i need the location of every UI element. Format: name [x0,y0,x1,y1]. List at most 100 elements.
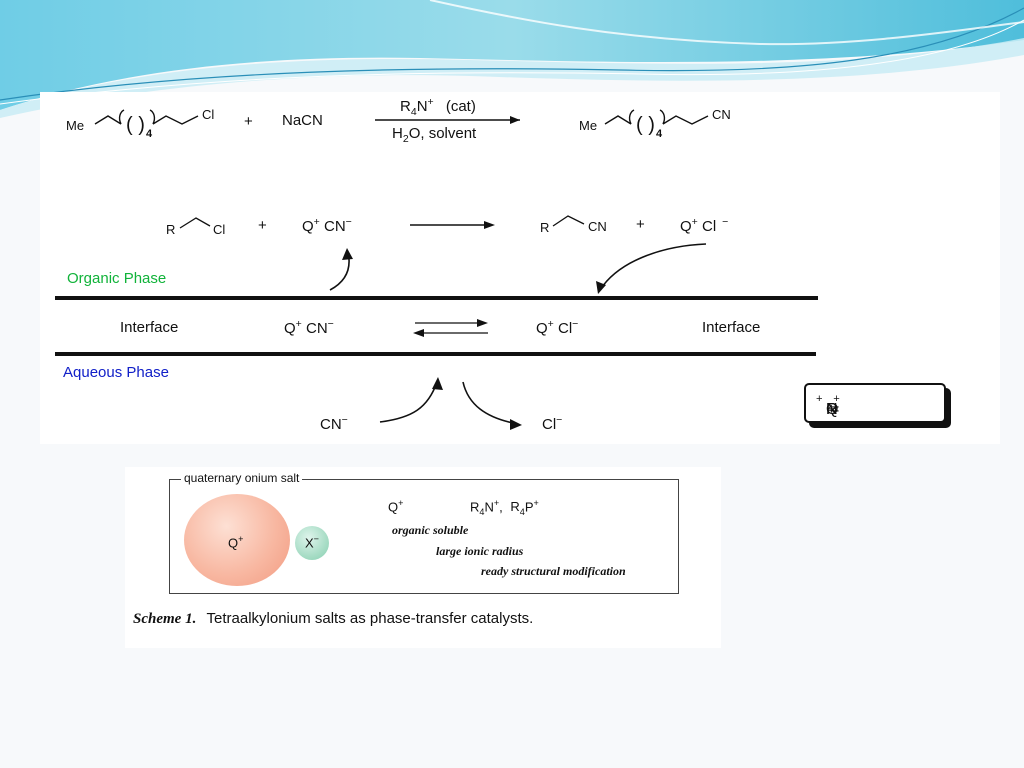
aqueous-cn: CN− [320,414,348,433]
reactant-chain [94,109,199,125]
curved-arrows [329,243,707,425]
onium-salt-box [169,479,679,594]
aqueous-cl-minus: − [556,414,563,426]
interface-qcn-q: Q [284,320,296,337]
onium-def-n-sup: + [493,498,500,508]
onium-def-r1: R [470,499,480,515]
onium-def-q-sup: + [398,498,404,508]
interface-qcl: Q+ Cl− [536,318,578,337]
onium-prop-large-ionic-radius: large ionic radius [436,544,524,558]
aqueous-phase-label: Aqueous Phase [63,364,169,381]
onium-def-p-sup: + [533,498,539,508]
organic-qcl-sup: + [691,216,698,228]
onium-def-n: N [484,499,494,515]
organic-qcn: Q+ CN− [302,216,352,235]
organic-qcn-q: Q [302,218,314,235]
organic-qcl: Q+ Cl− [680,216,728,235]
onium-def-r1-sub: 4 [479,506,485,517]
interface-qcn-minus: − [327,318,334,330]
interface-qcl-q: Q [536,320,548,337]
organic-qcl-minus: − [722,216,729,228]
qdef-q: Q [826,401,839,418]
organic-r1: R [166,222,176,237]
cation-label: Q+ [228,534,243,550]
interface-qcn-cn: CN [305,320,328,337]
organic-qcn-minus: − [345,216,352,228]
aqueous-cl: Cl− [542,414,562,433]
organic-cn2: CN [588,219,607,234]
onium-def-q: Q+ [388,498,403,514]
organic-cl1: Cl [213,222,226,237]
interface-left-label: Interface [120,319,179,336]
solvent-rest: O, solvent [408,125,477,142]
solvent-label: H2O, solvent [392,125,476,145]
onium-def-r2: R [510,499,520,515]
onium-def-r2-sub: 4 [519,506,525,517]
reaction-arrow [375,116,520,124]
caption-label: Scheme 1. [133,611,197,627]
header-wave-banner [0,0,1024,118]
product-repeat-count: 4 [656,128,663,140]
solvent-sub: 2 [402,133,409,145]
catalyst-r: R [400,98,411,115]
qdef-n: N [826,401,838,418]
organic-arrow [410,221,495,229]
qdef-r: R [826,401,838,418]
interface-qcl-sup: + [547,318,554,330]
qdef-r-sub: 4 [827,403,834,416]
onium-prop-organic-soluble: organic soluble [392,523,469,537]
organic-qcn-cn: CN [323,218,346,235]
qdef-eq: = [830,401,840,418]
caption-text: Tetraalkylonium salts as phase-transfer … [206,610,534,627]
interface-qcl-cl: Cl [557,320,573,337]
onium-prop-structural-modification: ready structural modification [481,564,626,578]
reactant-me-label: Me [66,118,85,133]
cation-sphere [184,494,290,586]
scheme-caption: Scheme 1. Tetraalkylonium salts as phase… [133,610,533,628]
cation-sup: + [238,534,244,544]
interface-qcn-sup: + [295,318,302,330]
qdef-q-sup: + [816,393,823,405]
aqueous-cn-minus: − [341,414,348,426]
organic-molecules [179,215,585,229]
organic-phase-label: Organic Phase [67,270,167,287]
catalyst-cat: (cat) [445,98,476,115]
organic-qcn-sup: + [313,216,320,228]
equilibrium-arrows [413,319,488,337]
organic-r2: R [540,220,550,235]
organic-qcl-cl: Cl [701,218,717,235]
interface-right-label: Interface [702,319,761,336]
catalyst-sub: 4 [410,106,417,118]
aqueous-cn-text: CN [320,416,342,433]
anion-sup: − [313,534,319,544]
product-cn-label: CN [712,107,731,122]
product-paren: ( ) [636,114,655,136]
organic-plus-a: + [258,217,267,234]
product-me-label: Me [579,118,598,133]
onium-def-p: P [524,499,534,515]
anion-sphere [295,526,329,560]
catalyst-n: N [416,98,428,115]
organic-qcl-q: Q [680,218,692,235]
catalyst-sup: + [427,96,434,108]
cation-q: Q [228,535,239,551]
reactant-repeat-count: 4 [146,128,153,140]
reactant-cl-label: Cl [202,107,215,122]
solvent-h: H [392,125,403,142]
onium-def-formulas: R4N+, R4P+ [470,498,539,517]
interface-qcl-minus: − [572,318,579,330]
catalyst-label: R4N+ (cat) [400,96,476,118]
reagent-nacn: NaCN [282,112,323,129]
curved-arrow-heads [342,248,606,430]
reactant-paren: ( ) [126,114,145,136]
anion-x: X [305,535,314,551]
onium-def-q-text: Q [388,499,399,515]
interface-qcn: Q+ CN− [284,318,334,337]
organic-plus-b: + [636,216,645,233]
qdef-n-sup: + [833,393,840,405]
onium-salt-box-title: quaternary onium salt [181,471,303,485]
anion-label: X− [305,534,319,550]
onium-def-comma: , [499,499,503,515]
